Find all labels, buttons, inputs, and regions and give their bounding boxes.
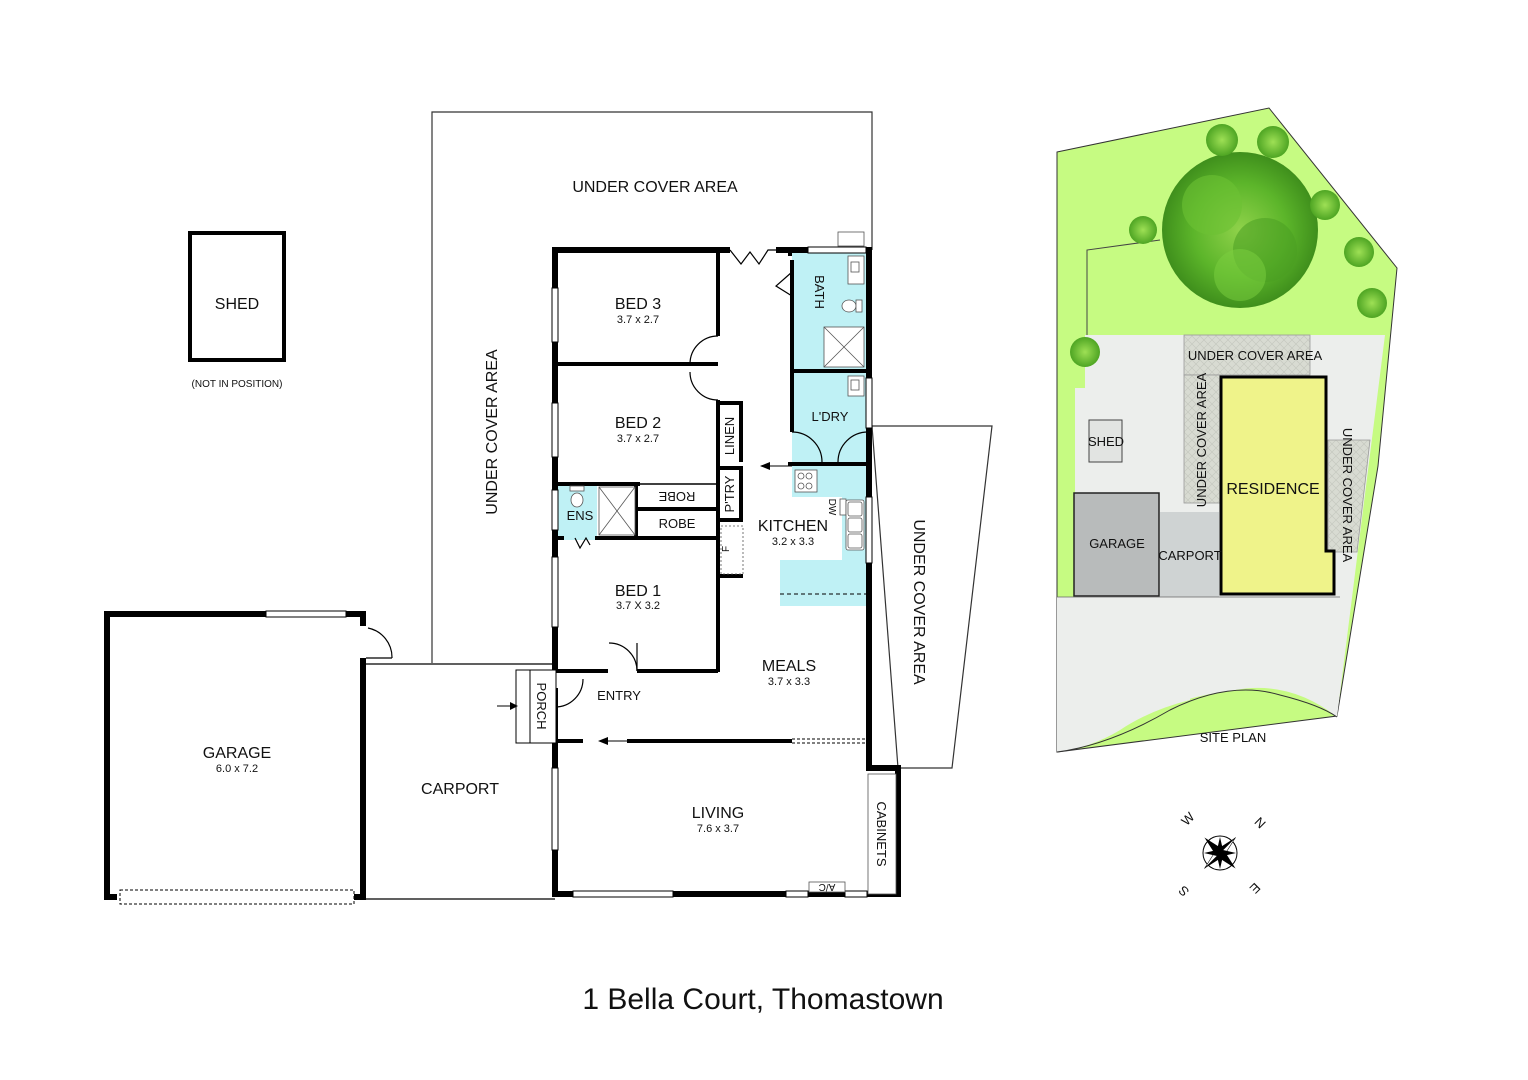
shrub-icons xyxy=(1070,124,1387,367)
carport-label: CARPORT xyxy=(421,781,499,798)
site-shed-label: SHED xyxy=(1088,434,1124,449)
garage-label: GARAGE xyxy=(203,745,271,762)
kitchen-label: KITCHEN xyxy=(758,518,828,535)
bed2-label: BED 2 xyxy=(615,415,661,432)
sliding-door-arrow xyxy=(598,737,627,745)
kitchen-dims: 3.2 x 3.3 xyxy=(772,536,814,548)
tree-icon xyxy=(1162,152,1318,308)
site-under-cover-left-label: UNDER COVER AREA xyxy=(1194,372,1209,507)
shed-note: (NOT IN POSITION) xyxy=(192,379,283,390)
bed1-label: BED 1 xyxy=(615,583,661,600)
shed xyxy=(188,231,286,362)
site-carport-label: CARPORT xyxy=(1158,548,1221,563)
garage-dims: 6.0 x 7.2 xyxy=(216,763,258,775)
site-plan-title: SITE PLAN xyxy=(1200,730,1266,745)
ac-label: A/C xyxy=(819,881,836,892)
living-label: LIVING xyxy=(692,805,744,822)
carport xyxy=(366,663,555,900)
garage xyxy=(104,610,393,905)
compass-w: W xyxy=(1178,809,1198,829)
dishwasher-label: DW xyxy=(826,499,837,516)
pantry-label: P'TRY xyxy=(722,475,737,512)
site-residence-label: RESIDENCE xyxy=(1226,481,1319,498)
site-garage-label: GARAGE xyxy=(1089,536,1145,551)
linen-label: LINEN xyxy=(722,417,737,455)
fridge-label: F xyxy=(721,546,732,552)
door-swings xyxy=(554,271,869,708)
meals-dims: 3.7 x 3.3 xyxy=(768,676,810,688)
compass-e: E xyxy=(1247,880,1264,897)
hallway-arrow xyxy=(760,462,792,470)
robe-top-label: ROBE xyxy=(658,489,695,504)
site-plan xyxy=(1056,107,1398,753)
bed1-dims: 3.7 X 3.2 xyxy=(616,600,660,612)
fixtures xyxy=(569,231,897,895)
porch xyxy=(497,669,557,744)
under-cover-right-label: UNDER COVER AREA xyxy=(910,519,927,685)
compass-rose-icon xyxy=(1202,835,1238,871)
laundry-label: L'DRY xyxy=(812,409,849,424)
bed3-label: BED 3 xyxy=(615,296,661,313)
under-cover-area-outline xyxy=(431,111,873,663)
bath-label: BATH xyxy=(812,275,827,309)
meals-label: MEALS xyxy=(762,658,816,675)
compass-s: S xyxy=(1175,883,1192,900)
bed3-dims: 3.7 x 2.7 xyxy=(617,314,659,326)
porch-label: PORCH xyxy=(534,683,549,730)
bed2-dims: 3.7 x 2.7 xyxy=(617,433,659,445)
under-cover-top-label: UNDER COVER AREA xyxy=(572,179,738,196)
windows xyxy=(551,246,873,898)
under-cover-area-right xyxy=(871,425,993,769)
compass-n: N xyxy=(1252,814,1269,831)
site-under-cover-top-label: UNDER COVER AREA xyxy=(1188,348,1323,363)
under-cover-left-label: UNDER COVER AREA xyxy=(484,349,501,515)
dashed-divider xyxy=(792,738,866,744)
robe-bottom-label: ROBE xyxy=(659,516,696,531)
ensuite-label: ENS xyxy=(567,508,594,523)
living-dims: 7.6 x 3.7 xyxy=(697,823,739,835)
property-address-title: 1 Bella Court, Thomastown xyxy=(582,983,943,1016)
site-under-cover-right-label: UNDER COVER AREA xyxy=(1340,428,1355,563)
shed-label: SHED xyxy=(215,296,259,313)
double-doors xyxy=(729,249,776,266)
cabinets-label: CABINETS xyxy=(874,801,889,866)
entry-label: ENTRY xyxy=(597,688,641,703)
